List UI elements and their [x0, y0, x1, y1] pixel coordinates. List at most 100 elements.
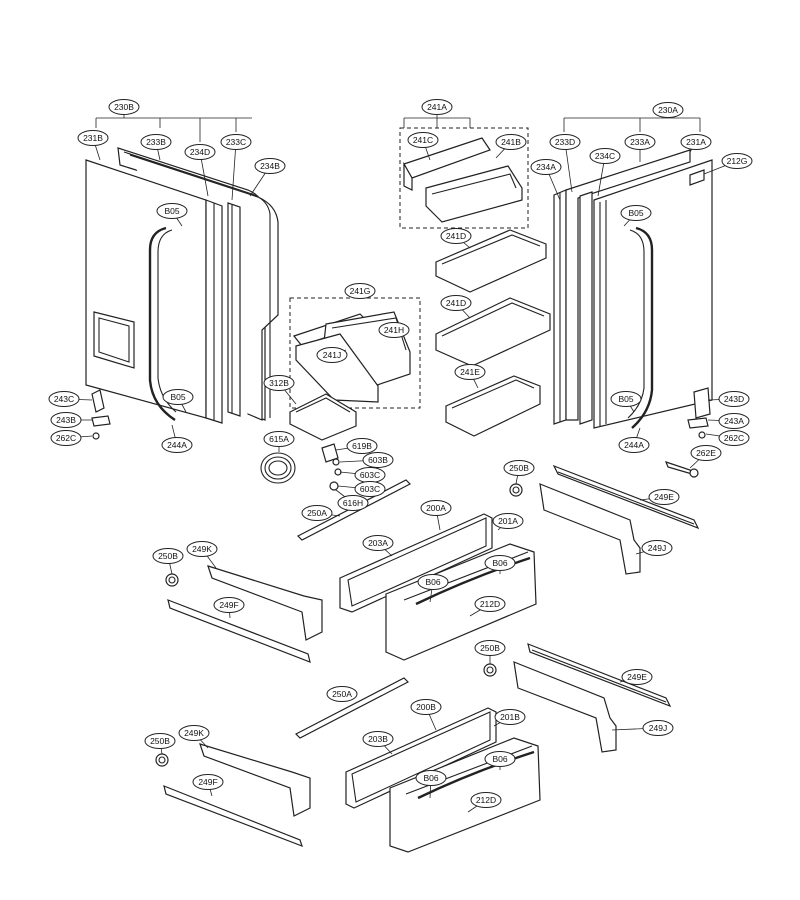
callout-leader-line: [564, 141, 573, 193]
left-door-assembly: [85, 147, 279, 440]
callout-part-number: 249K: [184, 728, 204, 738]
callout-619b: 619B: [335, 438, 378, 454]
callout-262c: 262C: [50, 430, 93, 446]
callout-bubble: [186, 541, 218, 557]
callout-234b: 234B: [249, 158, 286, 197]
callout-241g: 241G: [344, 283, 376, 299]
callout-part-number: 616H: [343, 498, 363, 508]
callout-243b: 243B: [50, 412, 92, 428]
callout-part-number: 249K: [192, 544, 212, 554]
callout-bubble: [156, 203, 188, 219]
callout-bubble: [263, 375, 295, 391]
callout-b06: B06: [415, 770, 447, 799]
callout-b05: B05: [162, 389, 194, 413]
callout-part-number: 230B: [114, 102, 134, 112]
callout-244a: 244A: [618, 427, 650, 453]
callout-250b: 250B: [144, 733, 176, 755]
callout-part-number: 262E: [696, 448, 716, 458]
left-door-panel: [85, 159, 207, 419]
bin-group-241A-frame: [399, 127, 529, 229]
callout-part-number: 200A: [426, 503, 446, 513]
callout-249k: 249K: [178, 725, 210, 749]
callout-241b: 241B: [495, 134, 527, 159]
callout-249k: 249K: [186, 541, 218, 569]
callout-part-number: 615A: [269, 434, 289, 444]
callout-part-number: B06: [423, 773, 438, 783]
callout-part-number: 249F: [198, 777, 217, 787]
right-door-assembly: [553, 149, 713, 478]
callout-bubble: [454, 364, 486, 380]
callout-part-number: 234A: [536, 162, 556, 172]
callout-262c: 262C: [705, 430, 750, 446]
callout-bubble: [642, 720, 674, 736]
callout-part-number: 603B: [368, 455, 388, 465]
callout-241d: 241D: [440, 295, 472, 319]
callout-part-number: 241D: [446, 298, 466, 308]
callout-part-number: 241G: [350, 286, 371, 296]
callout-200b: 200B: [410, 699, 442, 731]
callout-241a: 241A: [421, 99, 453, 128]
callout-250b: 250B: [474, 640, 506, 664]
callout-b05: B05: [156, 203, 188, 227]
callout-231b: 231B: [77, 130, 109, 161]
callout-part-number: 203B: [368, 734, 388, 744]
callout-bubble: [178, 725, 210, 741]
callout-bubble: [484, 751, 516, 767]
callout-203a: 203A: [362, 535, 394, 557]
callout-part-number: 249E: [654, 492, 674, 502]
right-door-handle: [631, 226, 654, 429]
callout-bubble: [474, 640, 506, 656]
callout-bubble: [162, 389, 194, 405]
callout-312b: 312B: [263, 375, 297, 405]
callout-bubble: [484, 555, 516, 571]
callout-241e: 241E: [454, 364, 486, 389]
callout-615a: 615A: [263, 431, 295, 452]
callout-241d: 241D: [440, 228, 472, 249]
callout-part-number: 241A: [427, 102, 447, 112]
callout-bubble: [618, 437, 650, 453]
callout-part-number: 250B: [480, 643, 500, 653]
callout-part-number: 234C: [595, 151, 615, 161]
callout-part-number: 250B: [150, 736, 170, 746]
door-bins: [260, 127, 551, 491]
callout-bubble: [641, 540, 673, 556]
callout-part-number: 249E: [627, 672, 647, 682]
callout-part-number: 241E: [460, 367, 480, 377]
callout-b05: B05: [620, 205, 652, 227]
callout-part-number: 250A: [332, 689, 352, 699]
callout-bubble: [192, 774, 224, 790]
callout-part-number: 231B: [83, 133, 103, 143]
callout-bubble: [549, 134, 581, 150]
callout-part-number: 241H: [384, 325, 404, 335]
callout-part-number: B06: [492, 558, 507, 568]
callout-bubble: [301, 505, 333, 521]
callout-part-number: 203A: [368, 538, 388, 548]
callout-233c: 233C: [220, 134, 252, 201]
callout-244a: 244A: [161, 424, 193, 453]
callout-201a: 201A: [492, 513, 524, 531]
callout-bubble: [440, 295, 472, 311]
callout-part-number: B05: [618, 394, 633, 404]
callout-part-number: 250B: [158, 551, 178, 561]
callout-243a: 243A: [707, 413, 750, 429]
callout-bubble: [721, 153, 753, 169]
callout-part-number: 262C: [724, 433, 744, 443]
callout-part-number: 234D: [190, 147, 210, 157]
callout-bubble: [589, 148, 621, 164]
callout-part-number: 312B: [269, 378, 289, 388]
callout-part-number: B05: [164, 206, 179, 216]
callout-part-number: B06: [492, 754, 507, 764]
callout-bubble: [474, 596, 506, 612]
callout-241h: 241H: [378, 322, 410, 338]
callout-bubble: [415, 770, 447, 786]
callout-243c: 243C: [48, 391, 93, 407]
callout-part-number: 243A: [724, 416, 744, 426]
callout-212d: 212D: [467, 792, 502, 813]
callout-243d: 243D: [707, 391, 750, 407]
callout-part-number: 201B: [500, 712, 520, 722]
callout-bubble: [610, 391, 642, 407]
callout-250a: 250A: [301, 505, 341, 521]
rail-250A-lower: [294, 677, 410, 739]
callout-bubble: [440, 228, 472, 244]
